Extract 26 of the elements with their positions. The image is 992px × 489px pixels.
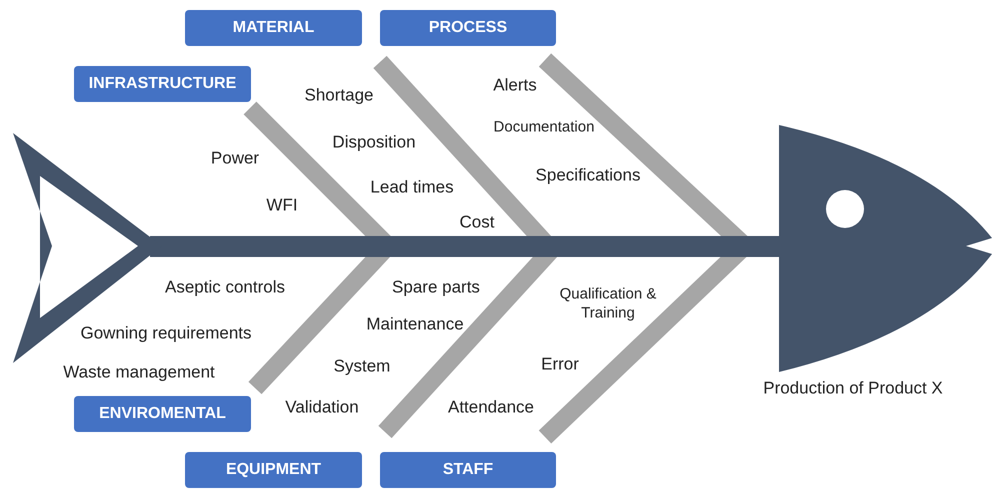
cause-label: Disposition — [332, 131, 416, 153]
cause-label: Aseptic controls — [165, 276, 285, 298]
category-tag: MATERIAL — [185, 10, 362, 46]
cause-label: Validation — [285, 396, 359, 418]
cause-label: Attendance — [448, 396, 534, 418]
cause-label: Gowning requirements — [80, 322, 252, 344]
cause-label: Power — [210, 147, 260, 169]
cause-label: System — [334, 355, 390, 377]
cause-label: Cost — [460, 211, 494, 233]
outcome-label: Production of Product X — [763, 377, 943, 399]
cause-label: Specifications — [536, 164, 640, 186]
cause-label: Error — [541, 353, 579, 375]
category-tag: ENVIROMENTAL — [74, 396, 251, 432]
category-tag: INFRASTRUCTURE — [74, 66, 251, 102]
cause-label: Lead times — [370, 176, 454, 198]
cause-label: Alerts — [493, 74, 537, 96]
category-tag: PROCESS — [380, 10, 556, 46]
cause-label: Documentation — [494, 118, 594, 138]
cause-label: Spare parts — [392, 276, 480, 298]
cause-label: Maintenance — [366, 313, 464, 335]
category-tag: EQUIPMENT — [185, 452, 362, 488]
category-tag: STAFF — [380, 452, 556, 488]
cause-label: Shortage — [304, 84, 374, 106]
cause-label: Waste management — [63, 361, 215, 383]
cause-label: Qualification & Training — [558, 285, 658, 323]
cause-label: WFI — [266, 194, 298, 216]
